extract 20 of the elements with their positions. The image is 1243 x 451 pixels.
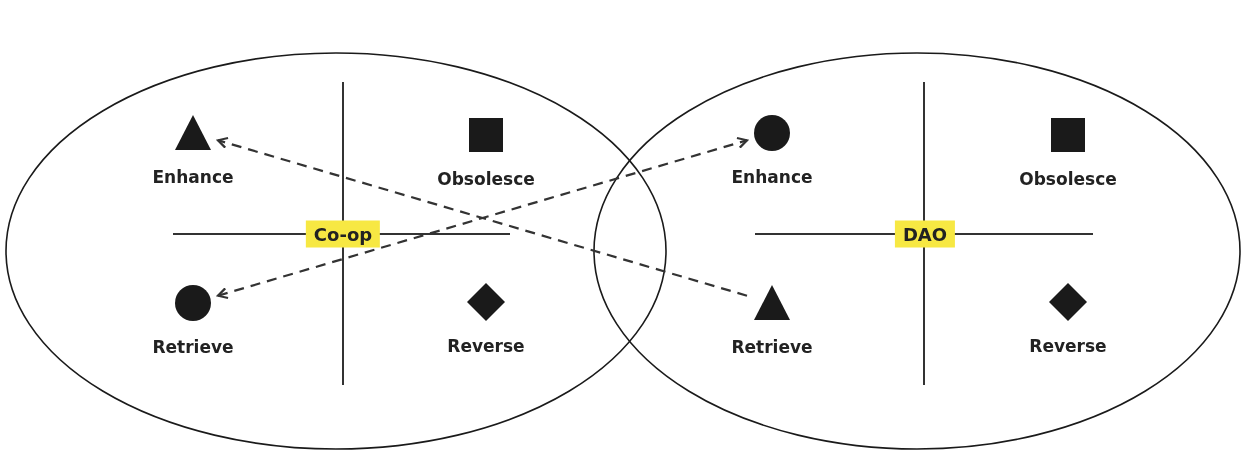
- quadrant-label: Retrieve: [731, 337, 813, 357]
- circle-icon: [174, 284, 212, 322]
- triangle-icon: [174, 114, 212, 152]
- quadrant-label: Enhance: [731, 167, 813, 187]
- quadrant-label: Reverse: [1029, 336, 1107, 356]
- quadrant-label: Obsolesce: [1019, 169, 1117, 189]
- quadrant-label: Reverse: [447, 336, 525, 356]
- ellipse-outline: [5, 52, 667, 450]
- ellipse-outline: [593, 52, 1241, 450]
- circle-icon: [753, 114, 791, 152]
- quadrant-label: Enhance: [152, 167, 234, 187]
- quadrant-label: Retrieve: [152, 337, 234, 357]
- center-tag: Co-op: [305, 220, 381, 248]
- diamond-icon: [467, 283, 505, 321]
- triangle-icon: [753, 284, 791, 322]
- center-tag: DAO: [894, 220, 956, 248]
- diamond-icon: [1049, 283, 1087, 321]
- quadrant-label: Obsolesce: [437, 169, 535, 189]
- square-icon: [1049, 116, 1087, 154]
- square-icon: [467, 116, 505, 154]
